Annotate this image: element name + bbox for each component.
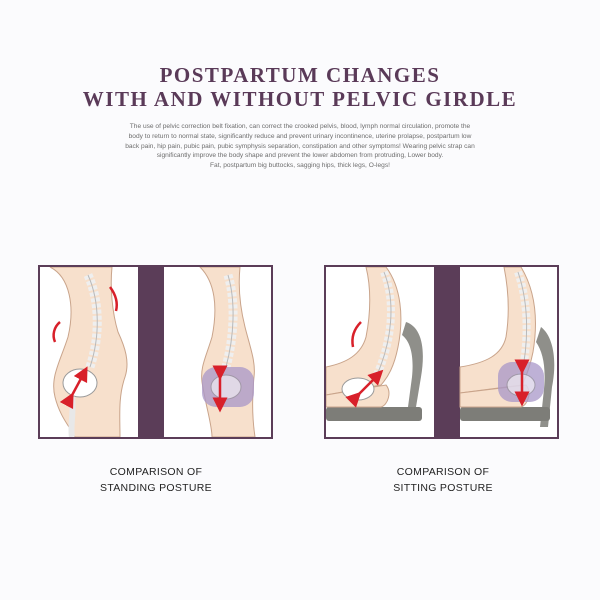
description-line: back pain, hip pain, pubic pain, pubic s… xyxy=(125,142,475,150)
page-title-line-2: WITH AND WITHOUT PELVIC GIRDLE xyxy=(82,87,518,111)
description: The use of pelvic correction belt fixati… xyxy=(95,122,505,171)
description-line: significantly improve the body shape and… xyxy=(156,152,444,160)
standing-caption: COMPARISON OF STANDING POSTURE xyxy=(56,464,256,496)
figure-without-girdle xyxy=(49,267,128,437)
chair-seat-icon xyxy=(326,407,422,421)
seated-figure-with-girdle xyxy=(459,267,555,427)
description-line: body to return to normal state, signific… xyxy=(128,132,472,140)
caption-line: SITTING POSTURE xyxy=(393,482,493,494)
standing-comparison-illustration xyxy=(38,265,273,439)
seated-figure-without-girdle xyxy=(326,267,423,421)
panel-divider xyxy=(138,267,164,437)
panel-divider xyxy=(434,267,460,437)
page-title-line-1: POSTPARTUM CHANGES xyxy=(159,63,441,87)
sitting-illustration-svg xyxy=(326,267,555,437)
caption-line: STANDING POSTURE xyxy=(100,482,212,494)
caption-line: COMPARISON OF xyxy=(109,466,203,478)
description-line: Fat, postpartum big buttocks, sagging hi… xyxy=(210,162,390,170)
pain-curve-icon xyxy=(52,321,61,343)
standing-illustration-svg xyxy=(49,267,256,437)
tilt-arrow-icon xyxy=(59,366,88,410)
sitting-caption: COMPARISON OF SITTING POSTURE xyxy=(343,464,543,496)
sitting-comparison-illustration xyxy=(324,265,559,439)
figure-with-girdle xyxy=(199,267,256,437)
chair-back-icon xyxy=(402,322,423,407)
caption-line: COMPARISON OF xyxy=(396,466,490,478)
description-line: The use of pelvic correction belt fixati… xyxy=(129,123,471,130)
